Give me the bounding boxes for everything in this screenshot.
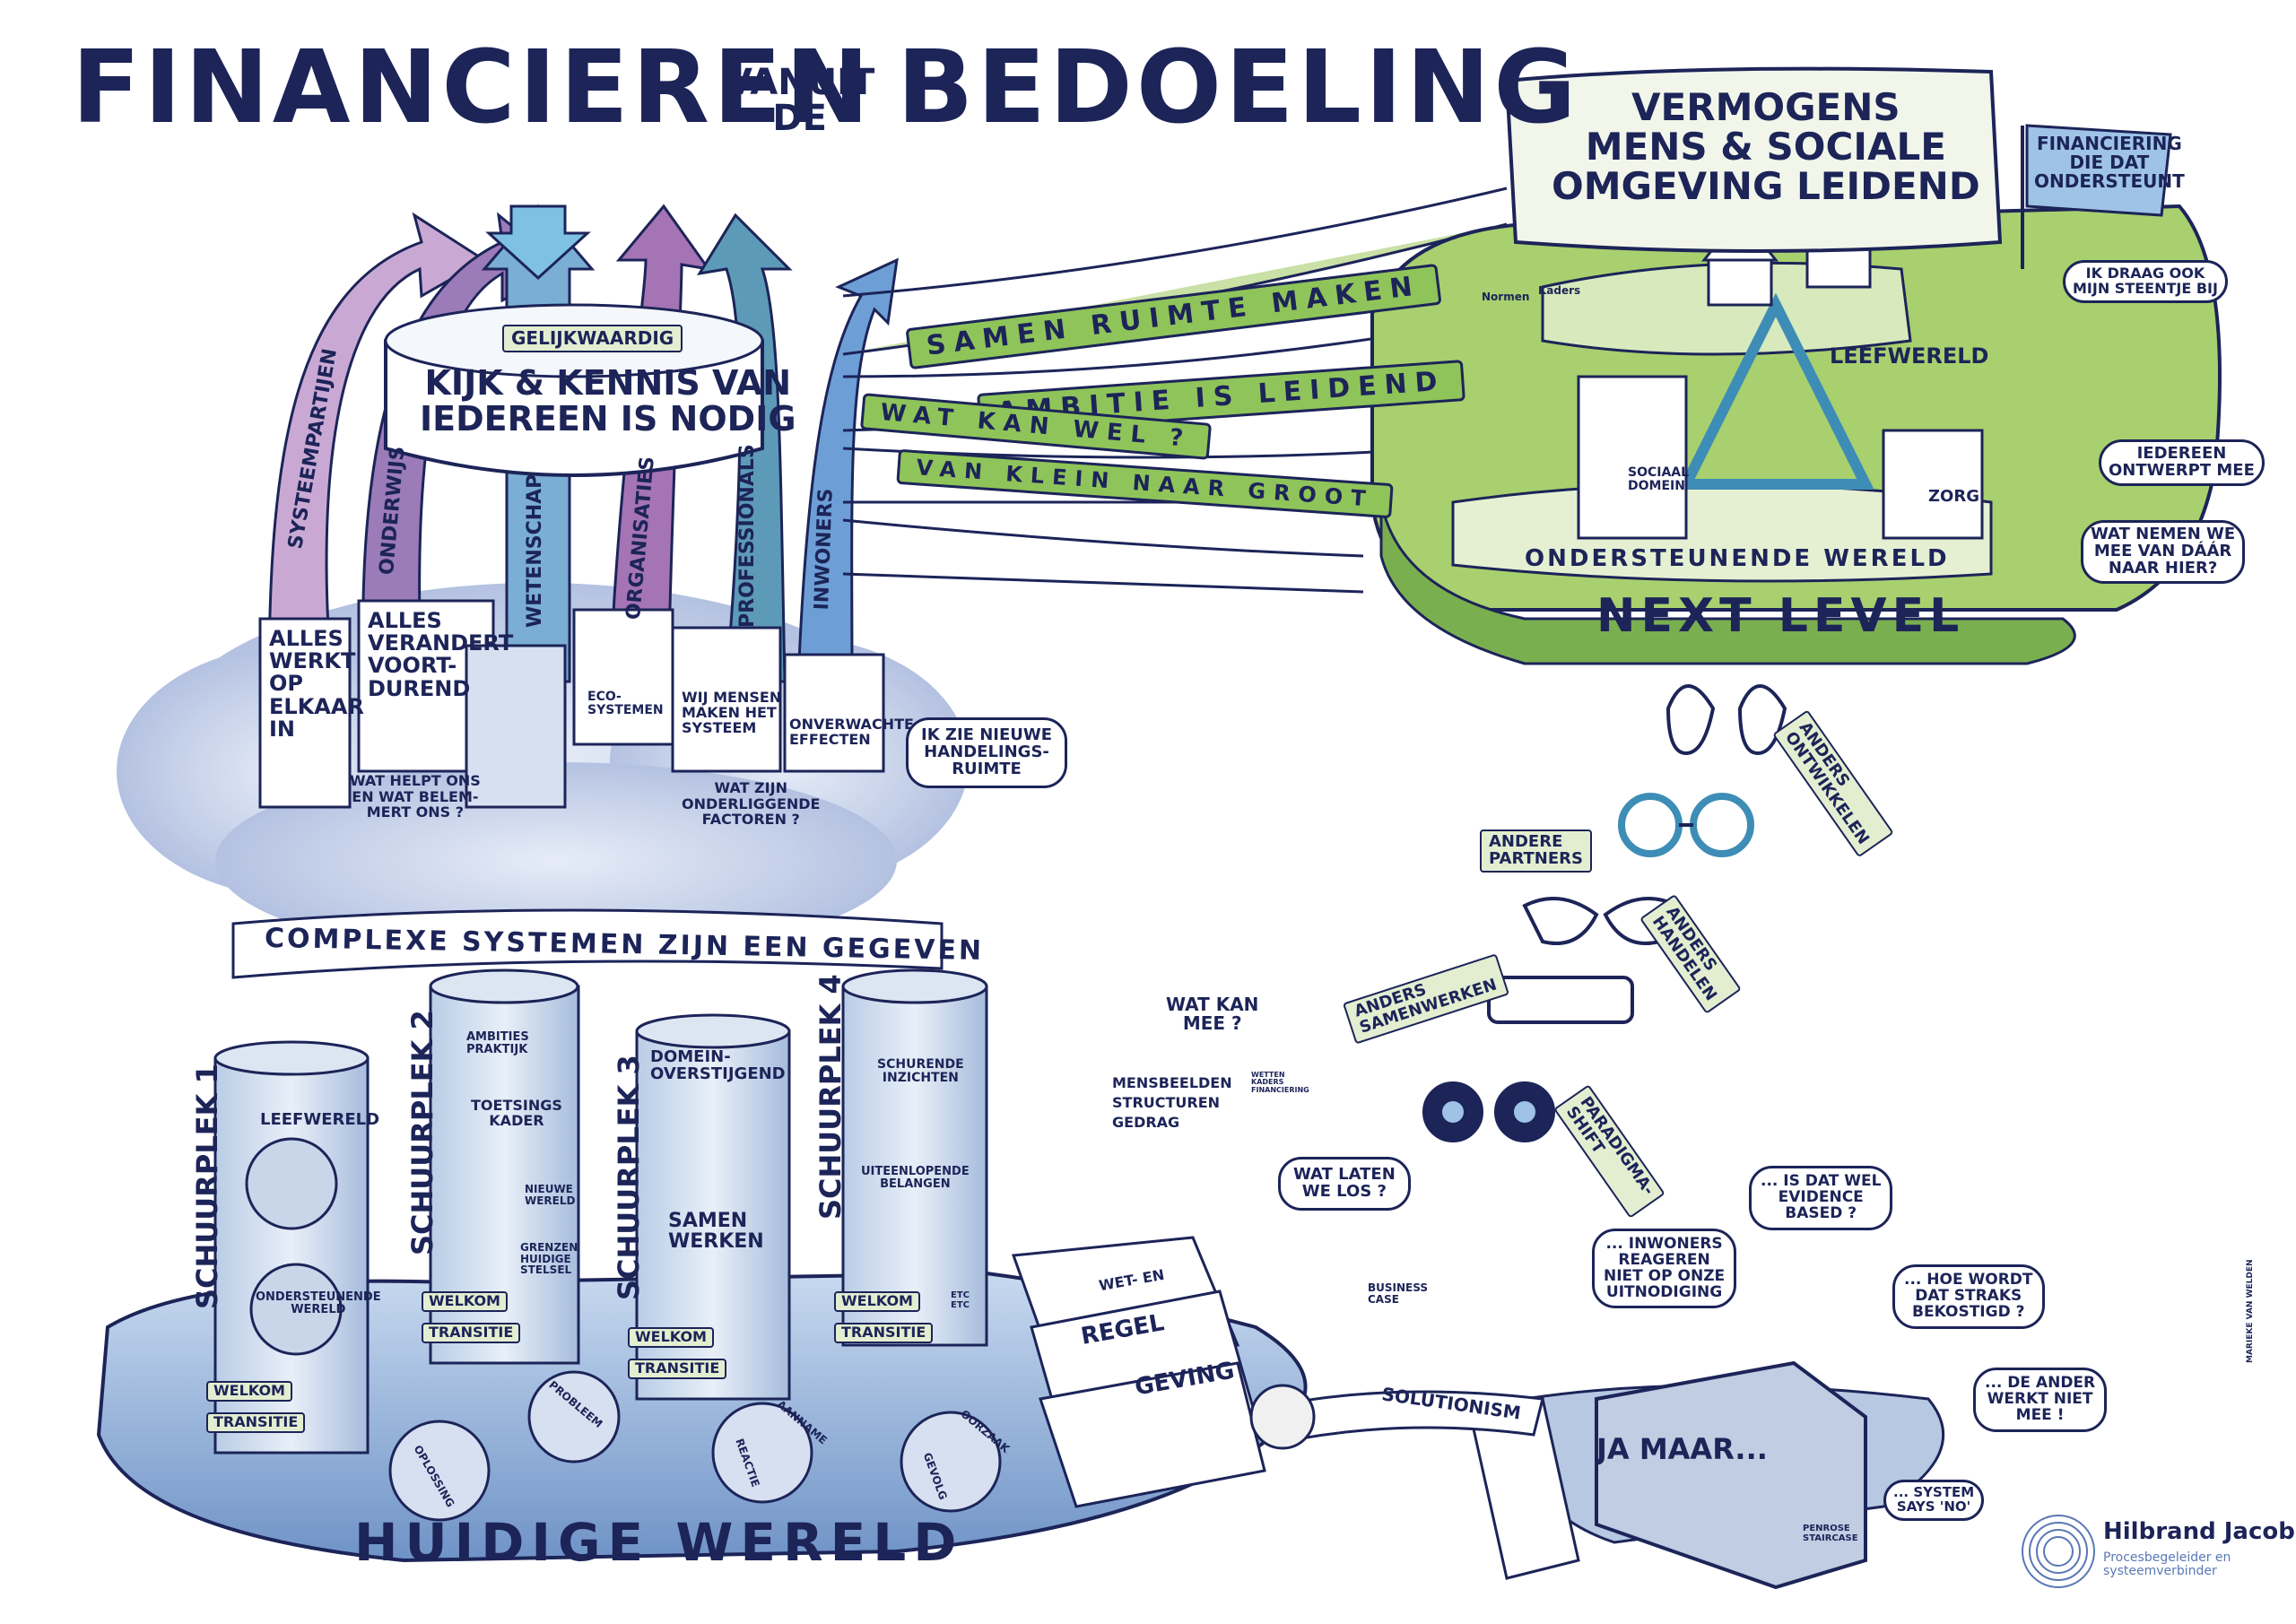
wat-kan-mee-item-3: GEDRAG xyxy=(1112,1114,1180,1131)
ondersteunende-label: ONDERSTEUNENDE WERELD xyxy=(1525,545,1950,572)
bubble-onderliggende: WAT ZIJN ONDERLIGGENDE FACTOREN ? xyxy=(682,779,821,829)
pillar-2-toetsing: TOETSINGS KADER xyxy=(471,1097,562,1129)
pillar-4-schurende: SCHURENDE INZICHTEN xyxy=(877,1057,964,1085)
wat-kan-mee-item-2: STRUCTUREN xyxy=(1112,1094,1221,1111)
wat-kan-mee-tag: WETTEN KADERS FINANCIERING xyxy=(1251,1071,1309,1094)
equal-badge: GELIJKWAARDIG xyxy=(502,325,683,352)
wat-kan-mee-item-1: MENSBEELDEN xyxy=(1112,1074,1232,1091)
tag-andere-partners: ANDERE PARTNERS xyxy=(1480,829,1592,873)
bubble-wat-laten: WAT LATEN WE LOS ? xyxy=(1278,1157,1411,1211)
sign-alles-werkt: ALLES WERKT OP ELKAAR IN xyxy=(269,626,364,742)
building-zorg: ZORG xyxy=(1928,487,1979,506)
pillar-2-welkom: WELKOM xyxy=(422,1291,508,1312)
cloud-signs xyxy=(258,599,885,809)
cloud-banner-shape xyxy=(231,908,944,979)
pillar-4-transitie: TRANSITIE xyxy=(834,1323,934,1343)
pillar-1-name: SCHUURPLEK 1 xyxy=(190,1064,224,1309)
logo-tagline: Procesbegeleider en systeemverbinder xyxy=(2103,1550,2231,1578)
pillar-4-etc: ETC ETC xyxy=(951,1290,970,1310)
pillar-4-name: SCHUURPLEK 4 xyxy=(813,974,848,1220)
artist-credit: MARIEKE VAN WELDEN xyxy=(2246,1259,2255,1363)
logo-name: Hilbrand Jacobs xyxy=(2103,1518,2296,1545)
knowledge-banner: KIJK & KENNIS VAN IEDEREEN IS NODIG xyxy=(420,363,796,439)
financing-flag: FINANCIERING DIE DAT ONDERSTEUNT xyxy=(2034,133,2185,192)
sign-alles-verandert: ALLES VERANDERT VOORT- DUREND xyxy=(368,608,514,701)
sign-wij-mensen: WIJ MENSEN MAKEN HET SYSTEEM xyxy=(682,689,782,736)
pillar-1-welkom: WELKOM xyxy=(206,1381,292,1402)
title-right: BEDOELING xyxy=(897,30,1580,146)
board-kaders: Kaders xyxy=(1538,284,1581,297)
quote-bekostigd: ... HOE WORDT DAT STRAKS BEKOSTIGD ? xyxy=(1892,1264,2045,1329)
pillar-2-transitie: TRANSITIE xyxy=(422,1323,521,1343)
pillar-3-welkom: WELKOM xyxy=(628,1327,714,1348)
hamster-wheels xyxy=(388,1370,1002,1522)
rule-books xyxy=(1011,1236,1266,1508)
next-level-island xyxy=(1370,124,2222,665)
pillar-1-ondersteunende: ONDERSTEUNENDE WERELD xyxy=(256,1290,381,1316)
pillar-1-transitie: TRANSITIE xyxy=(206,1412,306,1433)
pillar-1-leefwereld: LEEFWERELD xyxy=(260,1110,380,1129)
wat-kan-mee-title: WAT KAN MEE ? xyxy=(1166,994,1259,1034)
title-left: FINANCIEREN xyxy=(72,30,874,146)
quote-evidence: ... IS DAT WEL EVIDENCE BASED ? xyxy=(1749,1166,1893,1230)
next-level-banner: VERMOGENS MENS & SOCIALE OMGEVING LEIDEN… xyxy=(1552,85,1980,209)
leefwereld-label: LEEFWERELD xyxy=(1830,343,1989,369)
sign-ecosystemen: ECO- SYSTEMEN xyxy=(587,690,664,717)
bubble-daar-naar-hier: WAT NEMEN WE MEE VAN DÁÁR NAAR HIER? xyxy=(2081,520,2246,584)
sign-onverwachte: ONVERWACHTE EFFECTEN xyxy=(789,716,914,748)
pillar-3-transitie: TRANSITIE xyxy=(628,1359,727,1379)
pillar-4-uiteenlopende: UITEENLOPENDE BELANGEN xyxy=(861,1165,970,1191)
pillar-3-name: SCHUURPLEK 3 xyxy=(612,1055,646,1300)
bubble-steentje: IK DRAAG OOK MIJN STEENTJE BIJ xyxy=(2063,260,2228,303)
pillar-2-nieuwe: NIEUWE WERELD xyxy=(525,1183,576,1207)
bubble-handelingsruimte: IK ZIE NIEUWE HANDELINGS- RUIMTE xyxy=(906,717,1068,788)
pillar-2-name: SCHUURPLEK 2 xyxy=(405,1010,439,1255)
next-level-banner-shape xyxy=(1504,66,2003,253)
quote-system-says-no: ... SYSTEM SAYS 'NO' xyxy=(1883,1480,1985,1521)
huidige-wereld-label: HUIDIGE WERELD xyxy=(354,1512,964,1573)
table-banner xyxy=(384,303,764,477)
bubble-ontwerpt-mee: IEDEREEN ONTWERPT MEE xyxy=(2099,439,2265,486)
next-level-label: NEXT LEVEL xyxy=(1596,589,1965,643)
arrow-label-professionals: PROFESSIONALS xyxy=(736,444,759,628)
pillar-4-welkom: WELKOM xyxy=(834,1291,920,1312)
glasses-set xyxy=(1422,684,1787,1142)
board-normen: Normen xyxy=(1482,291,1530,303)
ja-maar-label: JA MAAR... xyxy=(1596,1432,1768,1466)
quote-inwoners: ... INWONERS REAGEREN NIET OP ONZE UITNO… xyxy=(1592,1229,1737,1309)
solutionism-carpet xyxy=(1263,1390,1544,1446)
quote-ander: ... DE ANDER WERKT NIET MEE ! xyxy=(1973,1368,2108,1432)
pillar-2-grenzen: GRENZEN HUIDIGE STELSEL xyxy=(520,1241,578,1277)
pillar-2-ambities: AMBITIES PRAKTIJK xyxy=(466,1030,529,1056)
building-sociaal-domein: SOCIAAL DOMEIN xyxy=(1628,465,1690,493)
arrow-label-inwoners: INWONERS xyxy=(811,488,838,611)
arrow-label-wetenschap: WETENSCHAP xyxy=(524,473,546,628)
pillar-3-samenwerken: SAMEN WERKEN xyxy=(668,1210,764,1254)
pillar-3-domein: DOMEIN- OVERSTIJGEND xyxy=(650,1047,786,1083)
concentric-rings-logo xyxy=(2022,1515,2095,1588)
title-middle: VANUIT DE xyxy=(725,62,875,139)
carpet-roll xyxy=(1249,1384,1316,1450)
bubble-wat-helpt: WAT HELPT ONS EN WAT BELEM- MERT ONS ? xyxy=(350,772,481,821)
penrose-label: PENROSE STAIRCASE xyxy=(1803,1524,1858,1543)
business-case-label: BUSINESS CASE xyxy=(1368,1281,1428,1306)
